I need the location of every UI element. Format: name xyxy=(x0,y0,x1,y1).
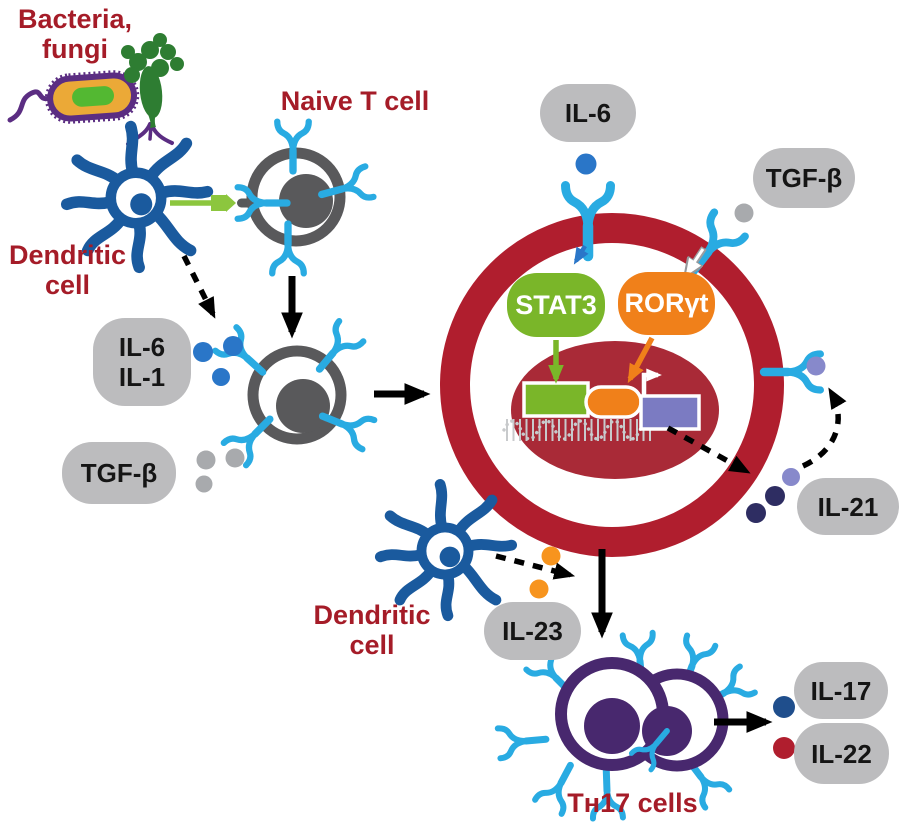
badge-il21: IL-21 xyxy=(797,478,899,535)
il21-cytokine-dots xyxy=(746,468,800,523)
naive-t-cell-icon xyxy=(238,122,374,274)
gene-box-green xyxy=(522,381,590,418)
badge-il6-il1: IL-6 IL-1 xyxy=(93,318,191,406)
badge-tgfb-right: TGF-β xyxy=(753,148,855,208)
tgfb-cytokine-dots xyxy=(195,448,245,493)
badge-rorgt: RORγt xyxy=(618,272,715,335)
il22-cytokine-dot xyxy=(773,737,795,759)
transcription-arrow-icon xyxy=(641,368,662,395)
il23-cytokine-dots xyxy=(529,546,561,599)
tgfb-ligand-dot xyxy=(734,203,754,223)
il21-ligand-dot xyxy=(806,356,826,376)
th17-cells-icon xyxy=(498,633,755,819)
label-bacteria-fungi: Bacteria, fungi xyxy=(17,4,133,64)
il6-ligand-dot xyxy=(575,153,597,175)
gene-box-purple xyxy=(639,394,701,431)
dashed-arrow-dc-to-cytokines xyxy=(181,254,216,319)
arrow-il6-to-stat3 xyxy=(573,244,589,265)
dna-strand-icon xyxy=(502,419,657,441)
il6-il1-cytokine-dots xyxy=(193,336,243,386)
gene-box-orange xyxy=(584,385,643,419)
arrow-tgfb-core xyxy=(689,248,705,268)
bacterium-icon xyxy=(7,70,140,124)
label-th17-cells: Tн17 cells xyxy=(567,788,698,818)
badge-tgfb-left: TGF-β xyxy=(62,442,176,504)
arrow-rorgt-to-gene xyxy=(627,336,655,384)
badge-il17: IL-17 xyxy=(794,662,888,719)
label-naive-t-cell: Naive T cell xyxy=(280,86,430,116)
dashed-arrow-il21-autocrine xyxy=(801,387,847,469)
dashed-arrow-il23 xyxy=(495,553,576,580)
activated-t-cell-icon xyxy=(215,321,374,465)
badge-il22: IL-22 xyxy=(794,723,889,784)
badge-stat3: STAT3 xyxy=(507,273,605,337)
dashed-arrow-il21-secretion xyxy=(666,425,751,474)
il17-cytokine-dot xyxy=(773,696,795,718)
differentiating-cell-icon xyxy=(440,213,784,557)
dendritic-cell-icon xyxy=(380,484,511,615)
label-dendritic-cell-bottom: Dendritic cell xyxy=(313,600,431,660)
label-dendritic-cell-top: Dendritic cell xyxy=(8,240,127,300)
badge-il6-top: IL-6 xyxy=(540,84,636,142)
badge-il23: IL-23 xyxy=(484,602,581,660)
